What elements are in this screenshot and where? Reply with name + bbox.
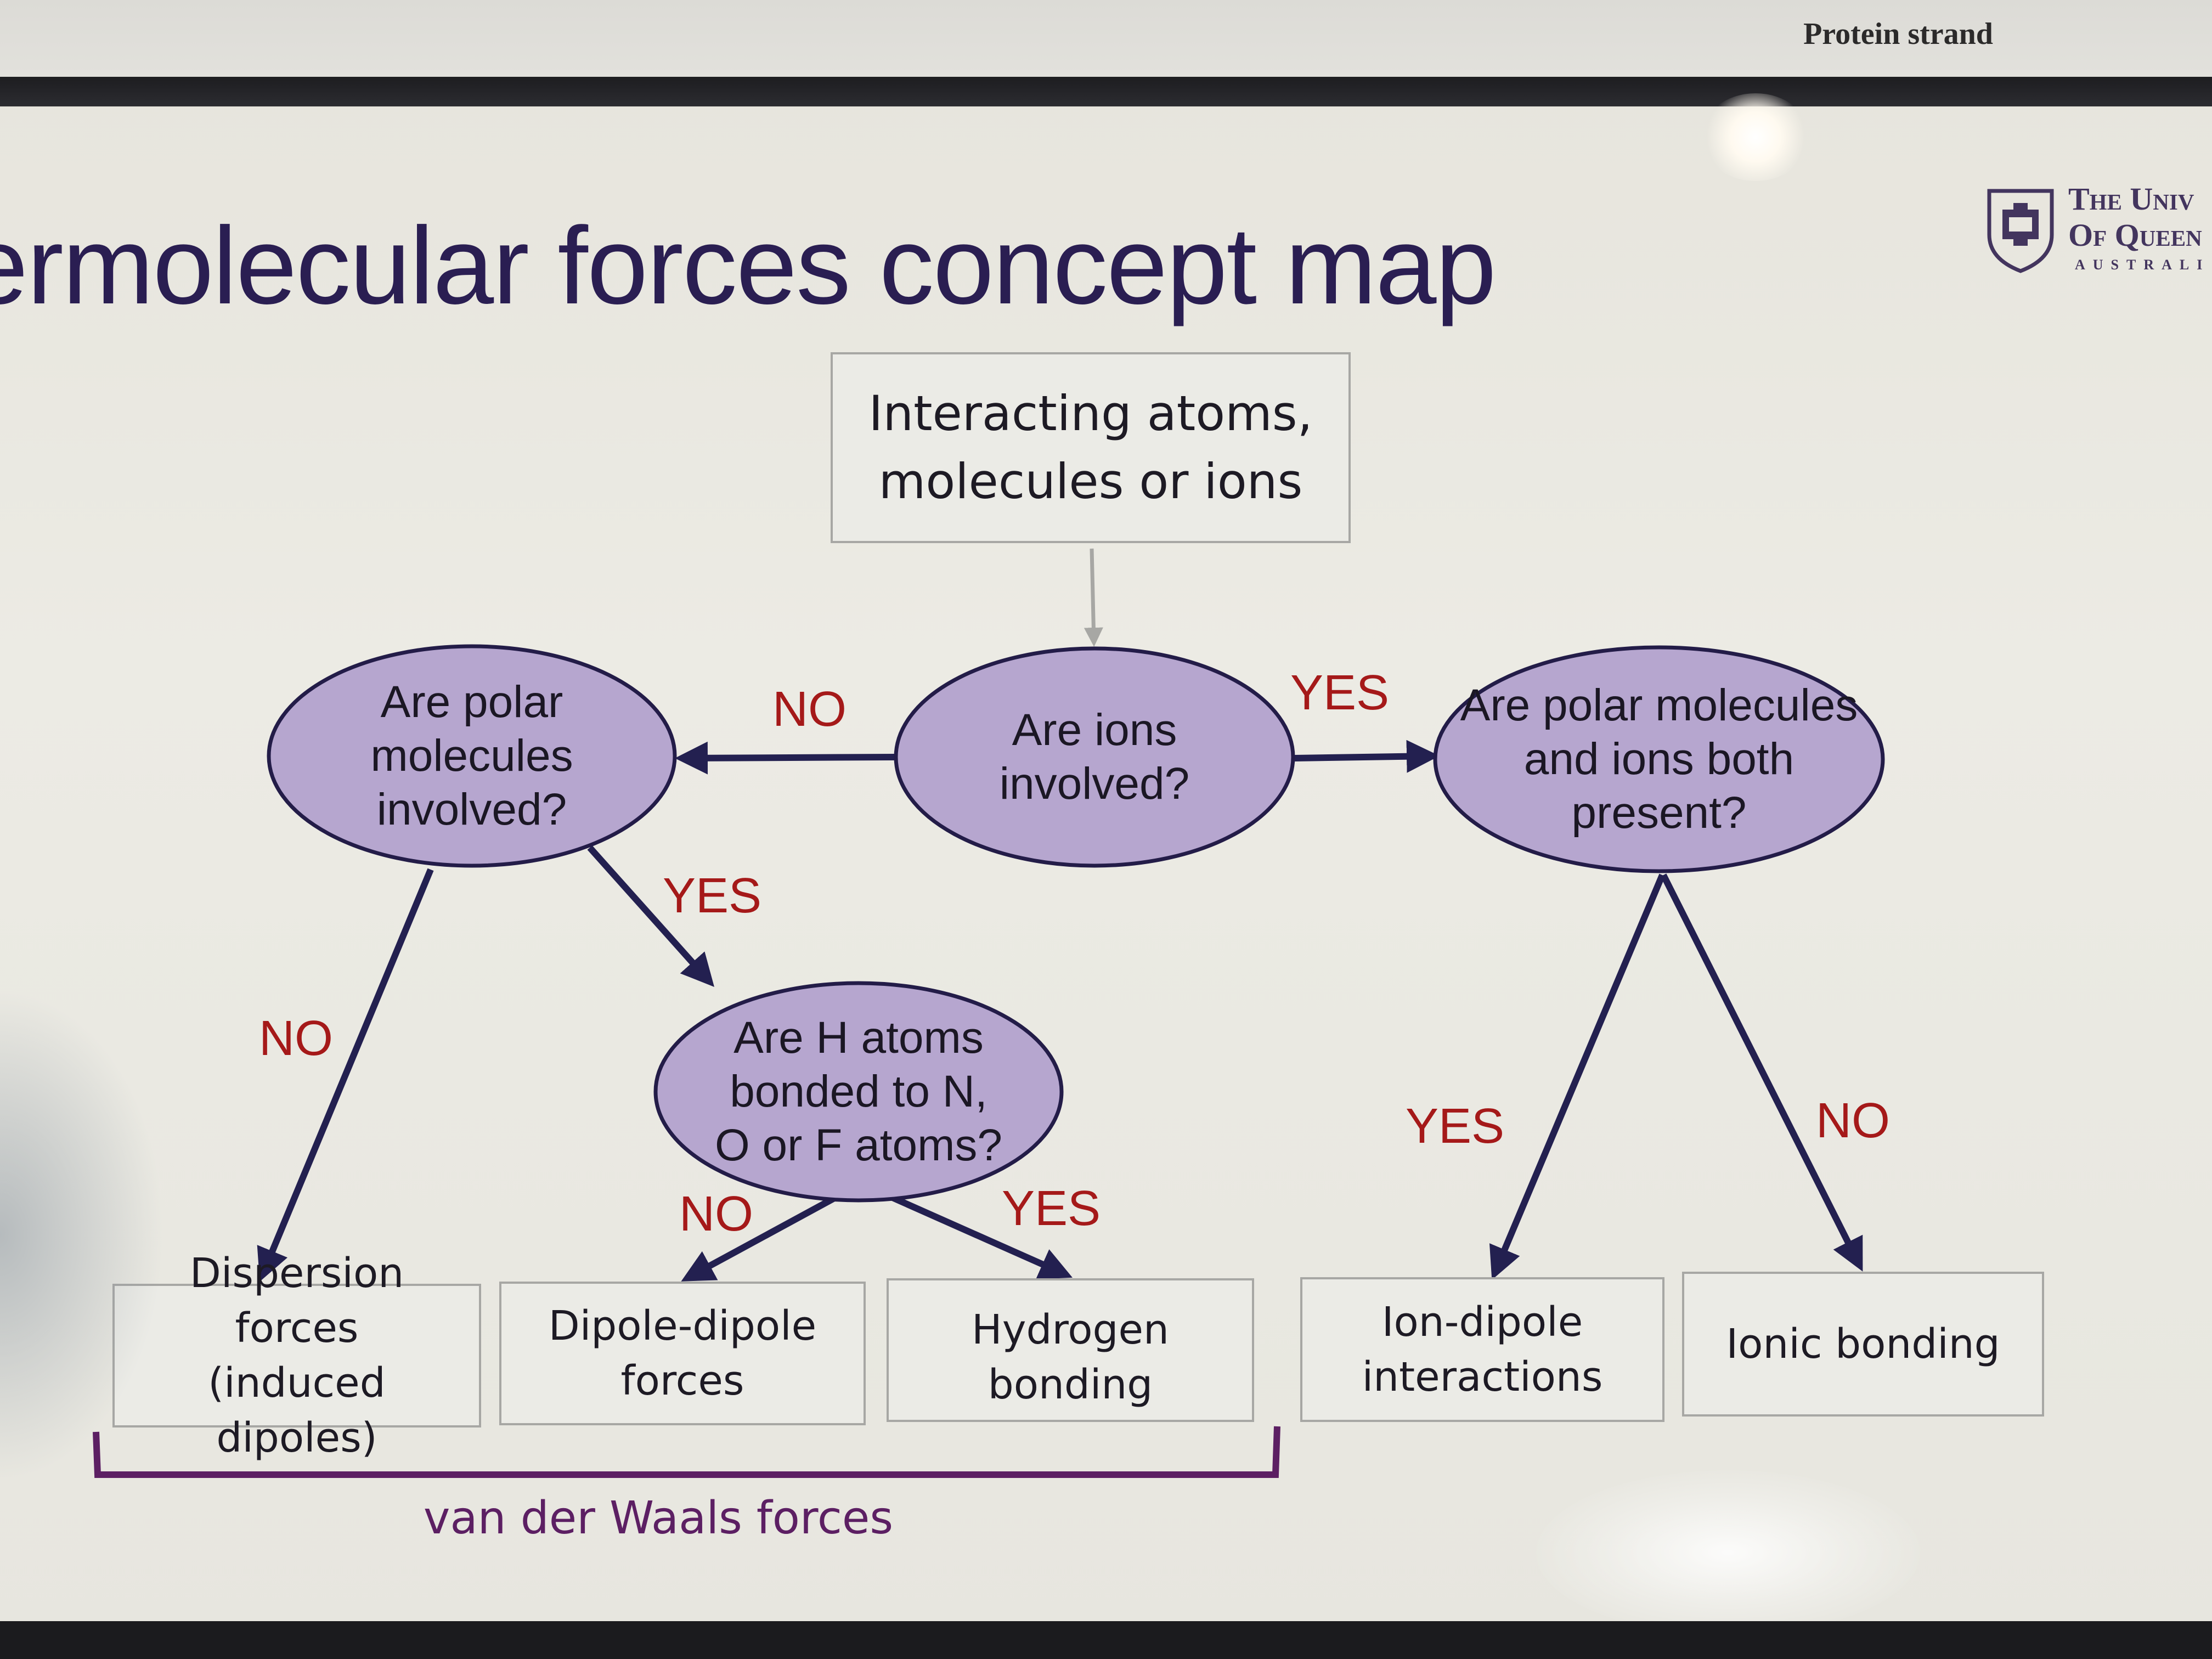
arrow-ions-no	[675, 741, 895, 775]
question-polar: Are polar molecules involved?	[269, 646, 675, 866]
label-ions-yes: YES	[1290, 665, 1390, 720]
question-hbond-label: Are H atoms bonded to N, O or F atoms?	[714, 1013, 1003, 1170]
node-both-shape	[1433, 645, 1885, 873]
question-hbond: Are H atoms bonded to N, O or F atoms?	[656, 983, 1062, 1200]
label-hbond-yes: YES	[1002, 1181, 1101, 1236]
outcome-ion-dipole: Ion-dipole interactions	[1300, 1277, 1664, 1422]
left-reflection	[0, 988, 165, 1481]
outcome-dipole-dipole-label: Dipole-dipole forces	[548, 1302, 817, 1404]
arrow-start-to-ions	[1084, 548, 1103, 647]
question-polar-and-ions: Are polar molecules and ions both presen…	[1435, 647, 1883, 871]
arrow-polar-yes	[587, 845, 714, 987]
arrow-both-no	[1660, 873, 1863, 1272]
label-polar-no: NO	[259, 1011, 333, 1066]
header-text: Protein strand	[1803, 17, 1993, 51]
label-both-yes: YES	[1406, 1099, 1505, 1154]
bottom-glare	[1536, 1470, 1920, 1635]
start-box-label: Interacting atoms, molecules or ions	[868, 385, 1313, 510]
light-glare	[1701, 93, 1810, 181]
screen-bezel-bottom	[0, 1621, 2212, 1659]
outcome-ionic-bonding-label: Ionic bonding	[1726, 1321, 2000, 1368]
label-polar-yes: YES	[663, 868, 762, 923]
outcome-dispersion-label: Dispersion forces (induced dipoles)	[189, 1250, 404, 1462]
outcome-ionic-bonding: Ionic bonding	[1682, 1272, 2044, 1417]
university-logo: The Univ Of Queen AUSTRALI	[1975, 176, 2212, 285]
logo-country: AUSTRALI	[2075, 257, 2210, 273]
van-der-waals-label: van der Waals forces	[423, 1492, 894, 1544]
node-hbond-shape	[653, 981, 1064, 1203]
label-both-no: NO	[1816, 1093, 1890, 1148]
question-polar-label: Are polar molecules involved?	[370, 677, 573, 834]
arrow-polar-no	[257, 868, 434, 1282]
label-ions-no: NO	[772, 682, 847, 737]
arrow-both-yes	[1489, 873, 1666, 1280]
logo-wordmark: The Univ Of Queen	[2068, 181, 2202, 253]
outcome-dispersion: Dispersion forces (induced dipoles)	[112, 1250, 481, 1462]
crest-icon	[1987, 189, 2054, 273]
outcome-dipole-dipole: Dipole-dipole forces	[499, 1282, 866, 1425]
node-polar-shape	[267, 644, 677, 868]
question-ions: Are ions involved?	[896, 648, 1293, 866]
slide-title: ermolecular forces concept map	[0, 205, 1497, 327]
question-polar-and-ions-label: Are polar molecules and ions both presen…	[1460, 680, 1858, 838]
top-strip	[0, 0, 2212, 77]
arrow-ions-yes	[1294, 740, 1440, 773]
outcome-ion-dipole-label: Ion-dipole interactions	[1362, 1299, 1603, 1401]
screen-bezel-top	[0, 77, 2212, 106]
outcome-hydrogen-bonding: Hydrogen bonding	[887, 1278, 1254, 1422]
start-box: Interacting atoms, molecules or ions	[831, 352, 1351, 543]
label-hbond-no: NO	[679, 1187, 753, 1242]
node-ions-shape	[894, 646, 1295, 868]
outcome-hydrogen-bonding-label: Hydrogen bonding	[972, 1306, 1169, 1408]
question-ions-label: Are ions involved?	[999, 705, 1190, 809]
